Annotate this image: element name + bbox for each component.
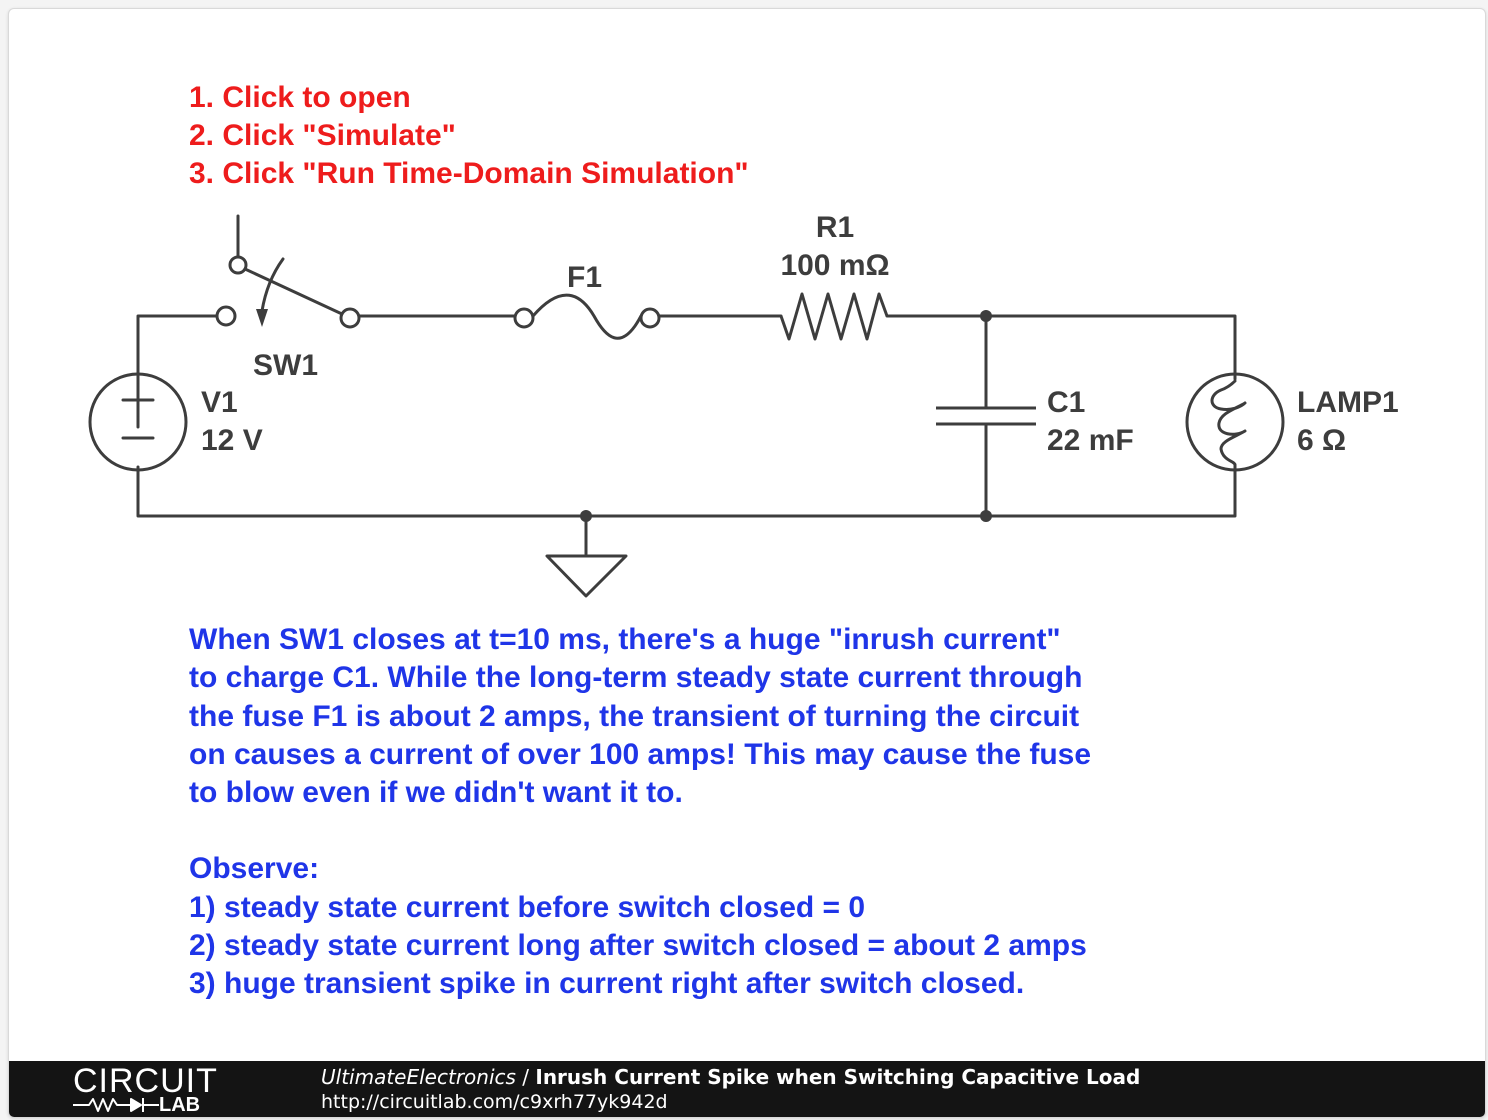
footer-user-link[interactable]: UltimateElectronics: [321, 1065, 516, 1089]
instruction-step-2: 2. Click "Simulate": [189, 119, 456, 152]
description-line: to blow even if we didn't want it to.: [189, 776, 683, 810]
observe-item: 3) huge transient spike in current right…: [189, 967, 1025, 1001]
circuitlab-logo-lab: LAB: [159, 1094, 201, 1116]
description-block: When SW1 closes at t=10 ms, there's a hu…: [189, 621, 1091, 1004]
r1-resistor: [779, 292, 889, 341]
instruction-step-1: 1. Click to open: [189, 81, 411, 114]
wire-resistor-lamp: [885, 314, 1237, 381]
lamp1-lamp: [1185, 372, 1285, 472]
sw1-switch: [215, 214, 361, 329]
instructions: 1. Click to open 2. Click "Simulate" 3. …: [189, 79, 749, 193]
f1-label: F1: [567, 261, 602, 294]
resistor-diode-logo-icon: [73, 1098, 159, 1112]
c1-capacitor: [936, 406, 1036, 426]
sw1-label: SW1: [253, 349, 318, 382]
v1-source: [88, 372, 188, 472]
schematic: SW1 F1 R1 100 mΩ V1 12 V C1 22 mF LAMP1 …: [88, 211, 1399, 598]
footer-circuit-title[interactable]: Inrush Current Spike when Switching Capa…: [535, 1065, 1141, 1089]
footer-url-link[interactable]: http://circuitlab.com/c9xrh77yk942d: [321, 1091, 668, 1113]
ground-symbol: [545, 554, 628, 598]
description-line: to charge C1. While the long-term steady…: [189, 661, 1083, 695]
v1-label: V1: [201, 386, 238, 419]
lamp1-label: LAMP1: [1297, 386, 1399, 419]
observe-heading: Observe:: [189, 852, 320, 886]
lamp1-value: 6 Ω: [1297, 424, 1346, 457]
description-line: the fuse F1 is about 2 amps, the transie…: [189, 699, 1080, 733]
f1-fuse: [513, 293, 661, 340]
description-line: on causes a current of over 100 amps! Th…: [189, 737, 1092, 771]
c1-value: 22 mF: [1047, 424, 1134, 457]
footer-separator: /: [515, 1065, 536, 1089]
circuitlab-logo-text[interactable]: CIRCUIT: [73, 1062, 218, 1100]
wire-bottom: [136, 463, 1237, 518]
observe-item: 1) steady state current before switch cl…: [189, 890, 866, 924]
observe-item: 2) steady state current long after switc…: [189, 929, 1087, 963]
c1-label: C1: [1047, 386, 1085, 419]
instruction-step-3: 3. Click "Run Time-Domain Simulation": [189, 157, 749, 190]
description-line: When SW1 closes at t=10 ms, there's a hu…: [189, 623, 1061, 656]
r1-value: 100 mΩ: [780, 249, 889, 282]
footer-bar: CIRCUIT LAB UltimateElectronics / Inrush…: [9, 1061, 1485, 1117]
junction-dots: [580, 310, 992, 522]
v1-value: 12 V: [201, 424, 263, 457]
footer-title-line: UltimateElectronics / Inrush Current Spi…: [321, 1064, 1140, 1090]
circuit-card[interactable]: SW1 F1 R1 100 mΩ V1 12 V C1 22 mF LAMP1 …: [8, 8, 1486, 1118]
r1-label: R1: [816, 211, 854, 244]
